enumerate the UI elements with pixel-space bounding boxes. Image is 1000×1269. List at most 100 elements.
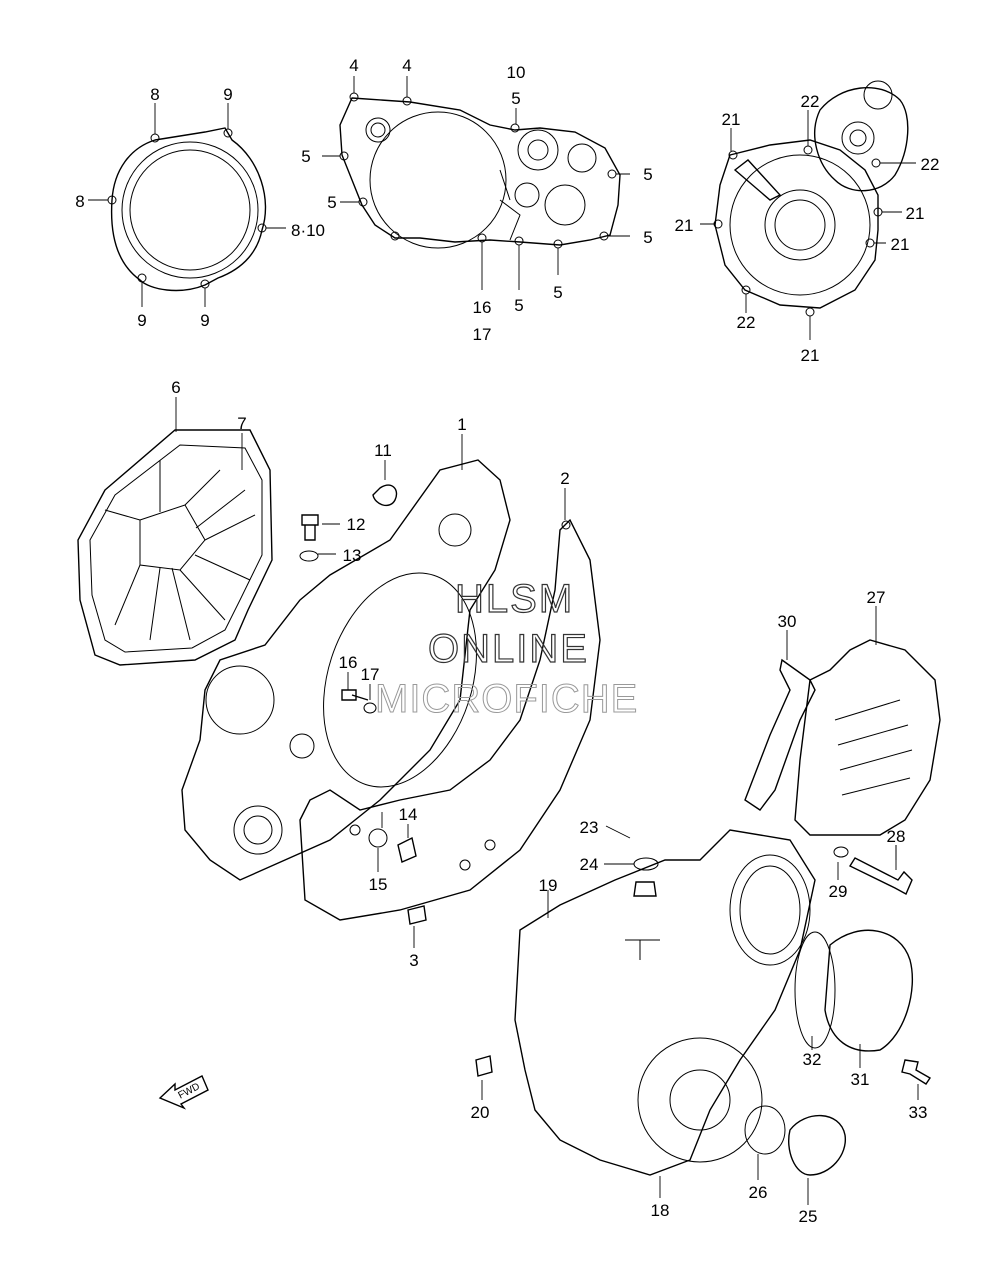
callout-32: 32 [803, 1050, 822, 1069]
callout-5: 5 [301, 147, 310, 166]
callout-5: 5 [553, 283, 562, 302]
callout-22: 22 [921, 155, 940, 174]
fwd-label: FWD [176, 1081, 201, 1101]
sprocket-cover-outline [794, 639, 941, 836]
callout-11: 11 [374, 441, 392, 460]
callout-5: 5 [643, 228, 652, 247]
callout-2: 2 [560, 469, 569, 488]
callout-24: 24 [580, 855, 599, 874]
bolt-hole [150, 133, 160, 143]
callout-33: 33 [909, 1103, 928, 1122]
o-ring-26 [744, 1105, 786, 1155]
clutch-cover-ribs [104, 460, 256, 641]
watermark: HLSM ONLINE MICROFICHE [375, 576, 638, 721]
gasket-hole [484, 839, 496, 851]
callout-22: 22 [737, 313, 756, 332]
callout-9: 9 [200, 311, 209, 330]
bolt-16 [341, 689, 369, 701]
dowel-pin-20 [475, 1055, 493, 1077]
callout-29: 29 [829, 882, 848, 901]
oil-seal-11 [372, 484, 398, 507]
o-ring-15 [368, 828, 388, 848]
magneto-bore-inner [774, 199, 826, 251]
callout-9: 9 [223, 85, 232, 104]
bolt-hole [137, 273, 147, 283]
callout-5: 5 [514, 296, 523, 315]
cover-boss-inner [243, 815, 273, 845]
bolt-hole [805, 307, 815, 317]
cover-main-bore [323, 572, 477, 788]
callout-labels: 8 9 8 8·10 9 9 4 4 10 5 5 5 5 5 5 5 16 1… [75, 56, 939, 1226]
magneto-bore-ring [764, 189, 836, 261]
callout-15: 15 [369, 875, 388, 894]
callout-17: 17 [361, 665, 380, 684]
breather-boss [841, 121, 875, 155]
bolt-hole [728, 150, 738, 160]
callout-21: 21 [801, 346, 820, 365]
callout-5: 5 [327, 193, 336, 212]
callout-19: 19 [539, 876, 558, 895]
o-ring-32 [794, 931, 836, 1049]
callout-17: 17 [473, 325, 492, 344]
callout-26: 26 [749, 1183, 768, 1202]
magneto-cover-housing-inner [739, 865, 801, 955]
gasket-hole-inner [370, 122, 386, 138]
washer-29 [833, 846, 849, 858]
magneto-gasket-outline [714, 139, 879, 309]
water-pump-housing [205, 665, 275, 735]
magneto-cover-bore-outer [637, 1037, 763, 1163]
washer-13 [299, 550, 319, 562]
magneto-gasket-group [700, 80, 916, 340]
callout-18: 18 [651, 1201, 670, 1220]
clutch-cover-rim [89, 444, 263, 653]
cover-boss [233, 805, 283, 855]
callout-21: 21 [906, 204, 925, 223]
callout-21: 21 [722, 110, 741, 129]
magneto-cover-group [475, 825, 931, 1205]
gasket-hole [544, 184, 586, 226]
inner-gasket-bore [129, 149, 251, 271]
callout-30: 30 [778, 612, 797, 631]
clutch-cover-center [139, 504, 206, 571]
bolt-hole [390, 231, 400, 241]
bolt-hole [510, 123, 520, 133]
bolt-28 [848, 857, 913, 895]
gasket-hole [349, 824, 361, 836]
callout-6: 6 [171, 378, 180, 397]
outer-gasket-outline [110, 127, 267, 292]
callout-7: 7 [237, 414, 246, 433]
gasket-hole [365, 117, 391, 143]
sprocket-cover-ribs [834, 699, 913, 796]
gasket-hole [459, 859, 471, 871]
cover-top-boss [438, 513, 472, 547]
magneto-bore-outer [729, 154, 871, 296]
gasket-main-bore [369, 111, 507, 249]
fwd-arrow-shape [158, 1075, 209, 1110]
bolt-hole [803, 145, 813, 155]
bolt-hole [871, 158, 881, 168]
crankcase-gasket-group [322, 76, 630, 290]
callout-13: 13 [343, 546, 362, 565]
callout-8-10: 8·10 [291, 221, 325, 240]
leader-lines [175, 397, 243, 470]
bolt-33 [901, 1059, 931, 1085]
crankcase-cover-group [181, 434, 601, 948]
callout-8: 8 [150, 85, 159, 104]
magneto-cover-housing [729, 854, 811, 966]
callout-21: 21 [675, 216, 694, 235]
gasket-hole [567, 143, 597, 173]
dowel-pin-3 [407, 905, 427, 925]
callout-16: 16 [473, 298, 492, 317]
washer-17 [363, 702, 377, 714]
leader-lines [700, 110, 916, 340]
callout-21: 21 [891, 235, 910, 254]
callout-5: 5 [511, 89, 520, 108]
gasket-passage [499, 169, 521, 241]
callout-9: 9 [137, 311, 146, 330]
callout-14: 14 [399, 805, 418, 824]
plug-23 [633, 881, 657, 897]
cover-body-outline [181, 459, 511, 881]
callout-22: 22 [801, 92, 820, 111]
